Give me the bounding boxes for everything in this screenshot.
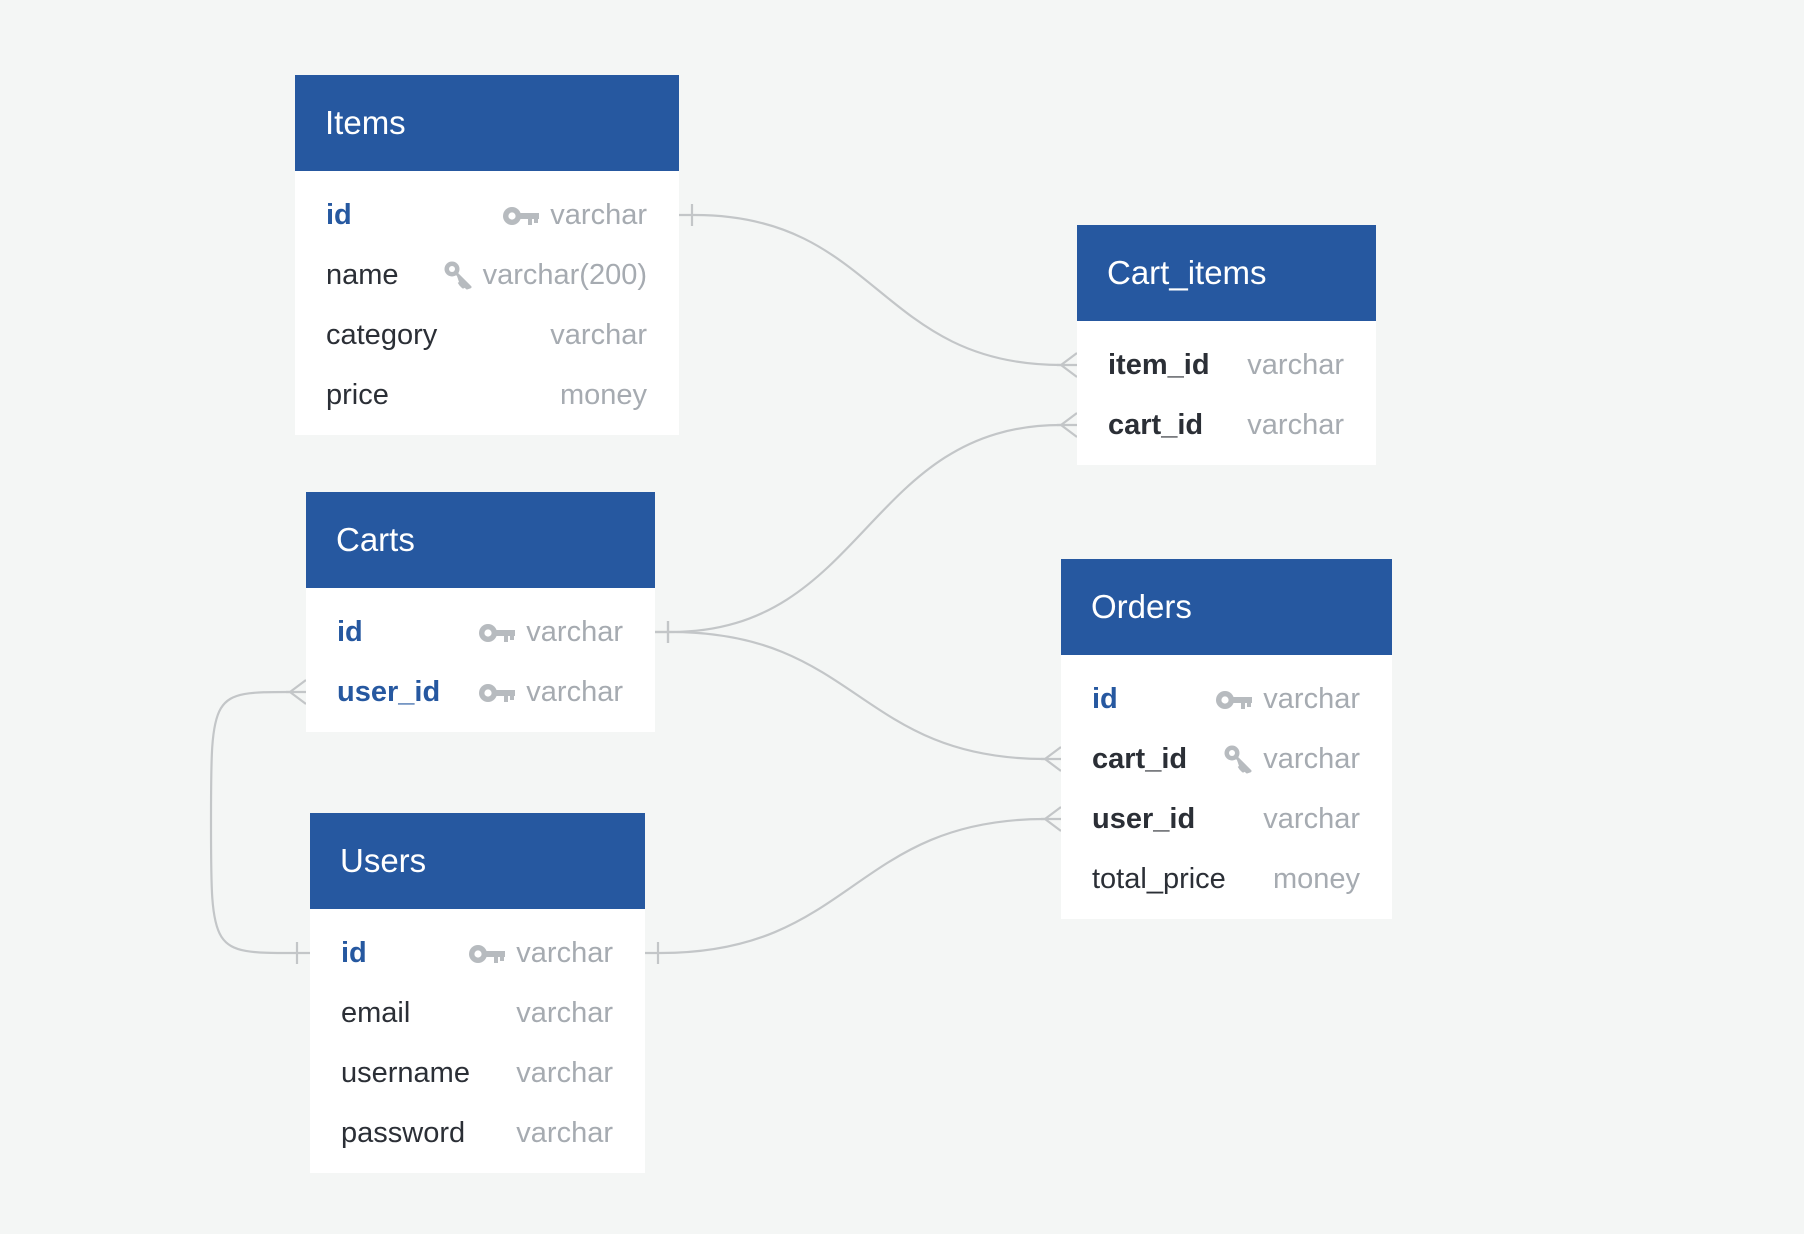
field-row-user-id[interactable]: user_id varchar [1061, 789, 1392, 849]
field-type: varchar [550, 318, 647, 351]
one-cardinality-mark [655, 621, 671, 643]
field-name: item_id [1108, 348, 1210, 381]
relationship-carts-id-to-cart-items-cart-id[interactable] [670, 423, 1062, 634]
table-items[interactable]: Items id varchar name varchar(200) category va… [295, 75, 679, 435]
field-type: varchar [516, 936, 613, 969]
field-row-item-id[interactable]: item_id varchar [1077, 335, 1376, 395]
field-name: user_id [1092, 802, 1196, 835]
field-type: varchar [1247, 348, 1344, 381]
field-name: cart_id [1108, 408, 1204, 441]
field-row-cart-id[interactable]: cart_id varchar [1061, 729, 1392, 789]
one-cardinality-mark [679, 204, 695, 226]
field-type: money [559, 378, 647, 411]
field-row-name[interactable]: name varchar(200) [295, 245, 679, 305]
field-row-category[interactable]: category varchar [295, 305, 679, 365]
field-row-cart-id[interactable]: cart_id varchar [1077, 395, 1376, 455]
many-cardinality-mark [1041, 746, 1062, 772]
field-name: id [341, 936, 367, 969]
field-name: name [326, 258, 399, 291]
many-cardinality-mark [1041, 806, 1062, 832]
field-type: varchar [1247, 408, 1344, 441]
one-cardinality-mark [645, 942, 661, 964]
field-type: varchar [526, 615, 623, 648]
field-type: varchar [550, 198, 647, 231]
field-name: category [326, 318, 438, 351]
foreign-key-icon [443, 260, 473, 290]
field-type: varchar [526, 675, 623, 708]
table-title[interactable]: Users [310, 813, 645, 909]
field-type: varchar(200) [482, 258, 647, 291]
table-carts[interactable]: Carts id varchar user_id varchar [306, 492, 655, 732]
foreign-key-icon [1223, 744, 1253, 774]
field-name: username [341, 1056, 470, 1089]
field-name: email [341, 996, 411, 1029]
primary-key-icon [502, 203, 540, 227]
primary-key-icon [478, 680, 516, 704]
many-cardinality-mark [286, 679, 307, 705]
relationship-carts-id-to-orders-cart-id[interactable] [670, 630, 1046, 761]
field-name: password [341, 1116, 466, 1149]
field-row-password[interactable]: password varchar [310, 1103, 645, 1163]
field-type: varchar [1263, 802, 1360, 835]
field-name: id [326, 198, 352, 231]
field-row-total-price[interactable]: total_price money [1061, 849, 1392, 909]
table-title[interactable]: Orders [1061, 559, 1392, 655]
field-type: money [1272, 862, 1360, 895]
table-title[interactable]: Carts [306, 492, 655, 588]
field-row-id[interactable]: id varchar [295, 185, 679, 245]
field-row-price[interactable]: price money [295, 365, 679, 425]
field-row-id[interactable]: id varchar [1061, 669, 1392, 729]
table-title[interactable]: Items [295, 75, 679, 171]
field-row-id[interactable]: id varchar [306, 602, 655, 662]
primary-key-icon [478, 620, 516, 644]
field-row-id[interactable]: id varchar [310, 923, 645, 983]
field-type: varchar [1263, 742, 1360, 775]
field-type: varchar [516, 1116, 613, 1149]
table-users[interactable]: Users id varchar email varchar username varcha… [310, 813, 645, 1173]
field-type: varchar [516, 1056, 613, 1089]
many-cardinality-mark [1057, 352, 1078, 378]
field-name: cart_id [1092, 742, 1188, 775]
primary-key-icon [468, 941, 506, 965]
field-row-username[interactable]: username varchar [310, 1043, 645, 1103]
field-name: id [337, 615, 363, 648]
field-name: user_id [337, 675, 441, 708]
field-row-email[interactable]: email varchar [310, 983, 645, 1043]
relationship-users-id-to-orders-user-id[interactable] [660, 817, 1046, 955]
field-list: id varchar name varchar(200) category varchar… [295, 171, 679, 435]
many-cardinality-mark [1057, 412, 1078, 438]
one-cardinality-mark [294, 942, 310, 964]
table-title[interactable]: Cart_items [1077, 225, 1376, 321]
relationship-users-id-to-carts-user-id[interactable] [209, 690, 295, 955]
field-name: price [326, 378, 389, 411]
field-type: varchar [516, 996, 613, 1029]
relationship-items-id-to-cart-items-item-id[interactable] [694, 213, 1062, 367]
field-list: id varchar user_id varchar [306, 588, 655, 732]
field-row-user-id[interactable]: user_id varchar [306, 662, 655, 722]
field-name: id [1092, 682, 1118, 715]
field-type: varchar [1263, 682, 1360, 715]
field-name: total_price [1092, 862, 1226, 895]
primary-key-icon [1215, 687, 1253, 711]
